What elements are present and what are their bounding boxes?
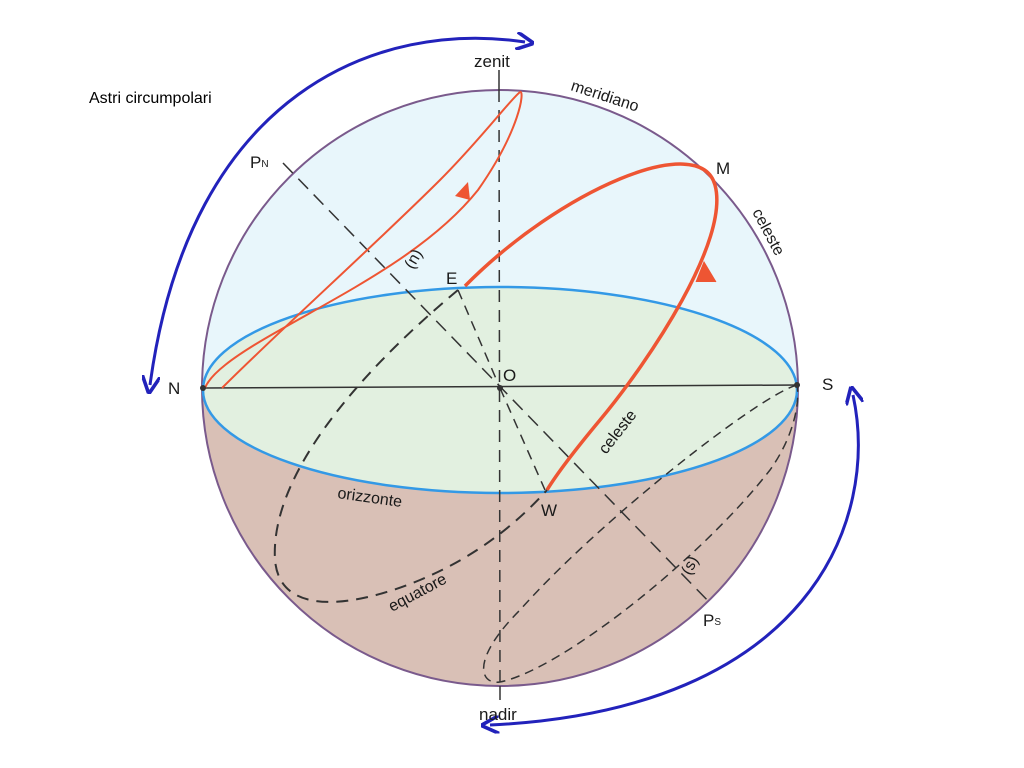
- zenith-label: zenit: [474, 52, 510, 71]
- south-pole-subscript: S: [714, 617, 721, 628]
- north-label: N: [168, 379, 180, 398]
- m-point-label: M: [716, 159, 730, 178]
- equator-direction-arrow: [695, 260, 717, 283]
- south-point: [794, 382, 800, 388]
- origin-point: [497, 385, 503, 391]
- south-label: S: [822, 375, 833, 394]
- equator-hidden-arc: [273, 289, 548, 603]
- rotation-arrow-north: [150, 38, 525, 385]
- south-pole-label: PS: [703, 611, 721, 630]
- origin-label: O: [503, 366, 516, 385]
- east-label: E: [446, 269, 457, 288]
- north-point: [200, 385, 206, 391]
- south-path-label: (s): [679, 553, 703, 577]
- west-label: W: [541, 501, 557, 520]
- nadir-label: nadir: [479, 705, 517, 724]
- north-pole-subscript: N: [261, 159, 268, 170]
- rotation-arrow-south: [490, 395, 858, 725]
- north-pole-label: PN: [250, 153, 269, 172]
